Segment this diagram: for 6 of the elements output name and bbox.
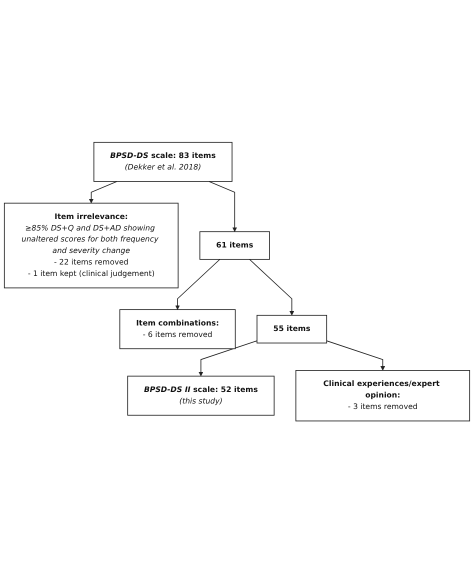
arrow bbox=[198, 340, 258, 376]
arrow bbox=[249, 258, 294, 316]
arrow bbox=[88, 180, 118, 204]
arrow bbox=[326, 340, 386, 370]
arrow bbox=[175, 258, 220, 310]
arrow bbox=[208, 180, 238, 232]
